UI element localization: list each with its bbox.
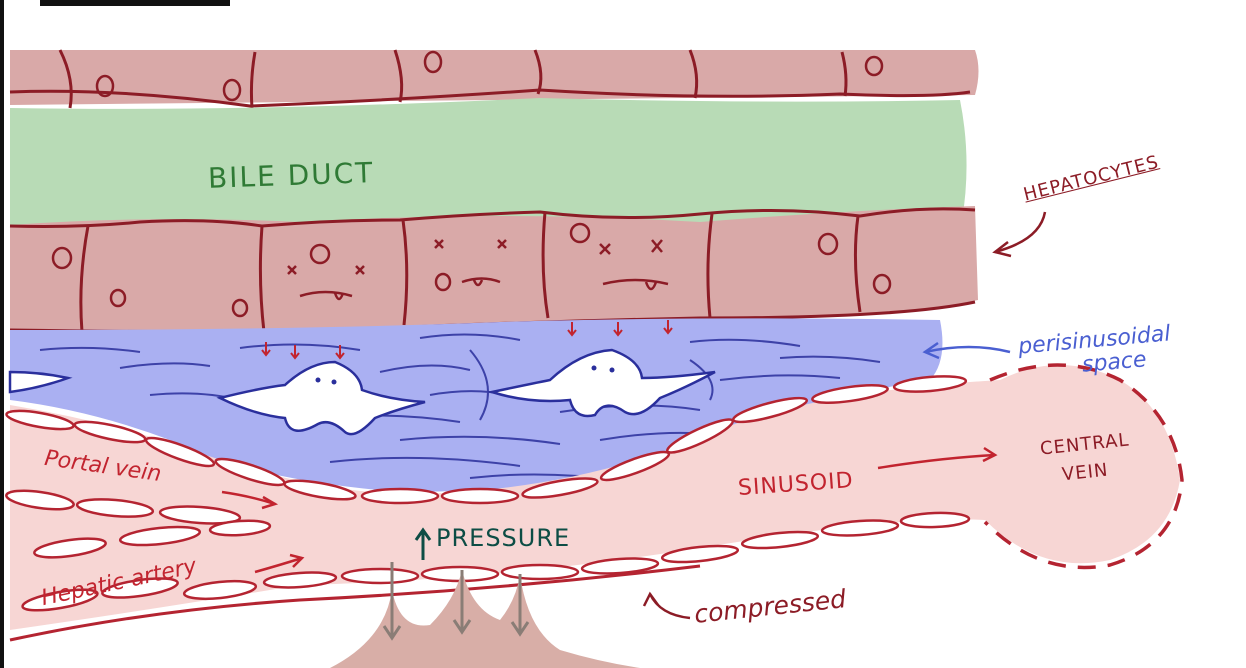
bile-duct [10, 98, 967, 228]
compressed-arrow [644, 594, 690, 618]
left-border [0, 0, 4, 668]
central-vein-label-line2: VEIN [1061, 462, 1109, 485]
middle-hepatocyte-row [10, 206, 978, 332]
top-hepatocyte-row [10, 50, 979, 108]
top-blackbar [40, 0, 230, 6]
bile-duct-label: BILE DUCT [208, 159, 375, 193]
space-label: space [1081, 349, 1147, 377]
hepatocytes-arrow [995, 212, 1045, 256]
pressure-label: PRESSURE [436, 526, 570, 550]
